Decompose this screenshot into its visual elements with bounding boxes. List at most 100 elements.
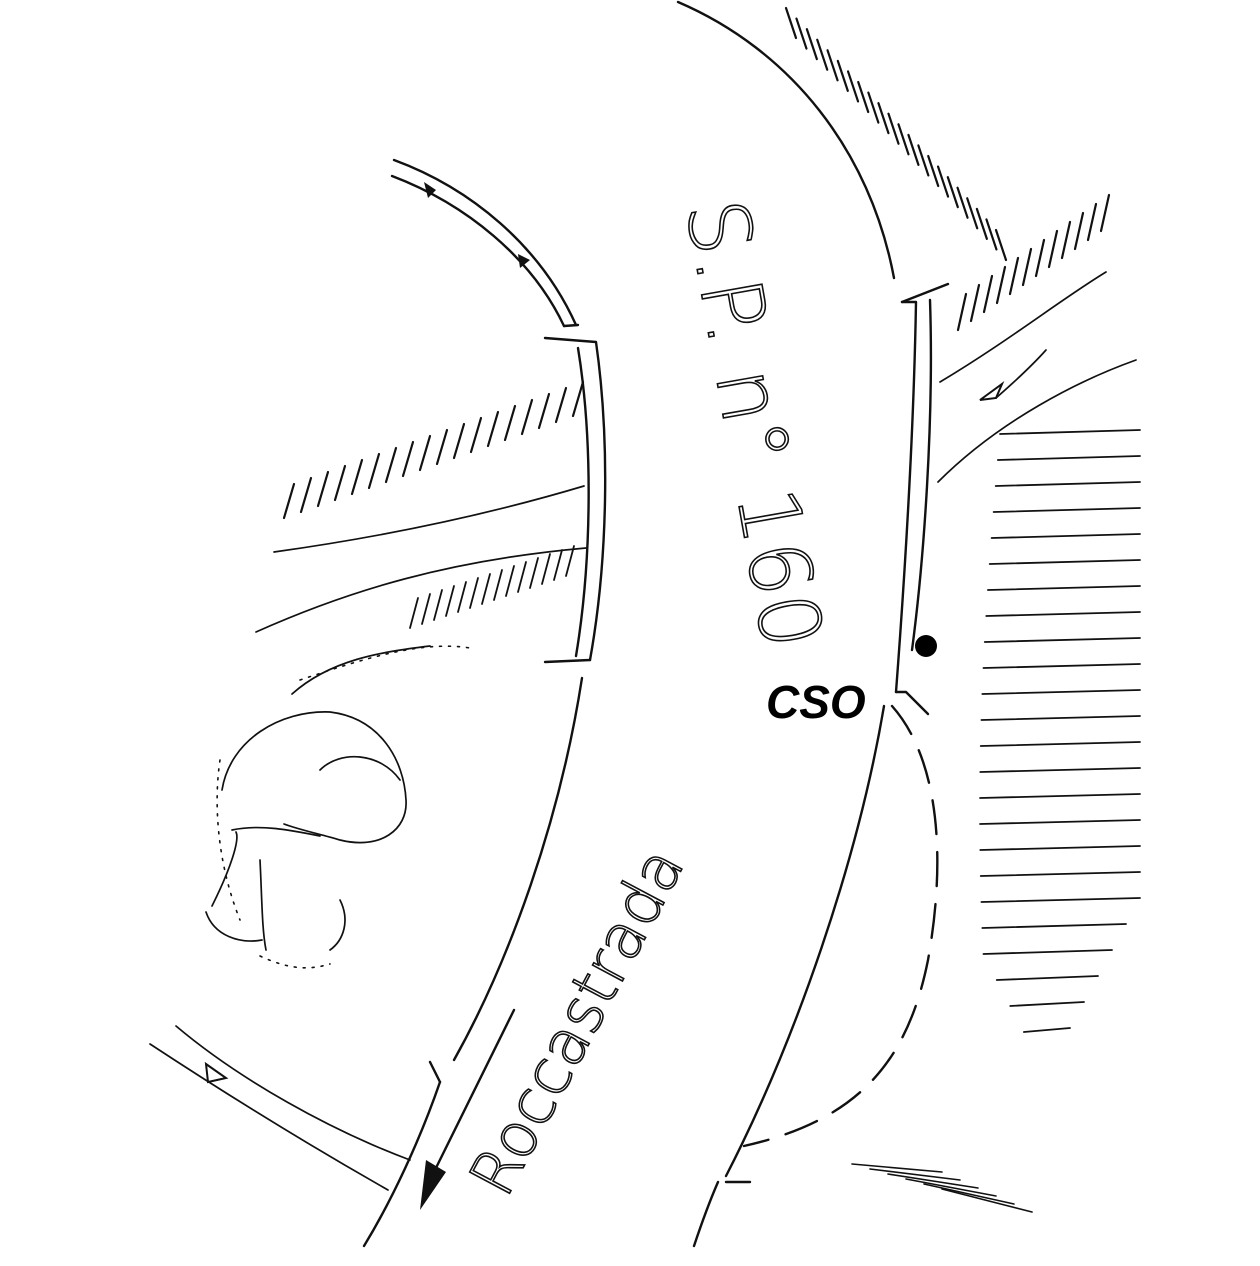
hachure-stroke [887,1173,979,1189]
hachure-stroke [995,975,1099,981]
hachure-stroke [816,38,829,71]
hachure-stroke [418,434,432,472]
hachure-stroke [486,410,500,448]
hachure-stroke [1008,256,1020,296]
hachure-stroke [979,741,1141,747]
hachure-stroke [784,6,798,40]
hachure-stroke [992,507,1141,513]
hachure-stroke [999,429,1141,435]
hachure-stroke [983,637,1141,643]
hachure-stroke [350,458,364,496]
hachure-stroke [505,565,515,597]
hachure-stroke [333,464,347,502]
hachure-stroke [980,715,1141,721]
hachure-stroke [946,176,959,209]
hachure-stroke [917,144,930,177]
hachure-stroke [401,440,415,478]
hachure-stroke [851,1163,943,1173]
hachure-stroke [857,80,870,114]
hachure-stroke [956,292,968,332]
hachure-stroke [1022,1027,1071,1033]
hachure-stroke [1060,220,1072,260]
hachure-stroke [936,165,950,198]
hachure-stroke [367,452,381,490]
hachure-stroke [435,428,449,466]
hachure-stroke [982,663,1141,669]
hachure-stroke [982,949,1113,955]
hachure-stroke [985,611,1141,617]
hachure-stroke [457,581,467,613]
stream-lines [149,271,1137,1191]
triangle-mark-icon [424,182,436,198]
hachure-stroke [969,283,981,323]
hachure-stroke [571,380,585,418]
hachure-stroke [907,133,920,166]
hachure-stroke [795,17,808,50]
hachure-stroke [1073,211,1085,251]
hachure-stroke [1099,193,1111,233]
hachure-stroke [1034,238,1046,278]
cso-label: CSO [766,676,866,728]
hachure-stroke [975,207,988,240]
hachure-stroke [1021,247,1033,287]
hachure-stroke [956,186,969,219]
hachure-stroke [981,923,1127,929]
hachure-stroke [517,561,527,593]
hachure-stroke [867,91,880,124]
hachure-stroke [1009,1001,1085,1007]
hachure-stroke [826,49,839,82]
hachure-stroke [887,112,900,145]
hachure-stroke [282,482,296,520]
flow-arrow-icon [204,1061,229,1084]
hachure-stroke [905,1178,997,1197]
hachure-stroke [981,689,1141,695]
triangle-mark-icon [518,254,530,268]
flow-arrow-icon [979,381,1005,401]
rock-outcrop [205,645,471,969]
hachure-stroke [994,481,1141,487]
hachure-stroke [980,897,1141,903]
hachure-stroke [805,28,818,61]
hachure-stroke [1086,202,1098,242]
hachure-stroke [493,569,503,601]
hachure-stroke [316,470,330,508]
hachure-stroke [877,102,890,135]
hachure-stroke [923,1183,1015,1205]
hachure-stroke [469,416,483,454]
hachure-stroke [979,793,1141,799]
hachure-stroke [897,123,910,156]
hachure-stroke [979,819,1141,825]
hachure-stroke [869,1168,961,1181]
hachure-stroke [537,392,551,430]
hachure-stroke [979,845,1141,851]
slope-hachures [282,6,1141,1213]
hachure-stroke [988,559,1141,565]
hachure-stroke [836,59,849,92]
hachure-stroke [995,265,1007,305]
hachure-stroke [846,70,860,103]
hachure-stroke [445,585,455,617]
dashed-exit-path [742,704,939,1148]
hachure-stroke [986,585,1141,591]
right-road-edge [676,0,950,1248]
hachure-stroke [541,553,551,585]
hachure-stroke [979,767,1141,773]
hachure-stroke [985,218,998,251]
hachure-stroke [529,557,539,589]
hachure-stroke [554,386,568,424]
hachure-stroke [503,404,517,442]
hachure-stroke [990,533,1141,539]
hachure-stroke [1047,229,1059,269]
road-name-label: S.P. n° 160 [666,192,841,655]
hachure-stroke [384,446,398,484]
hachure-stroke [433,589,443,621]
hachure-stroke [481,573,491,605]
hachure-stroke [421,593,431,625]
hachure-stroke [299,476,313,514]
arrow-down-icon [420,1160,446,1210]
hachure-stroke [409,597,419,629]
hachure-stroke [553,549,563,581]
hachure-stroke [979,871,1141,877]
hachure-stroke [452,422,466,460]
